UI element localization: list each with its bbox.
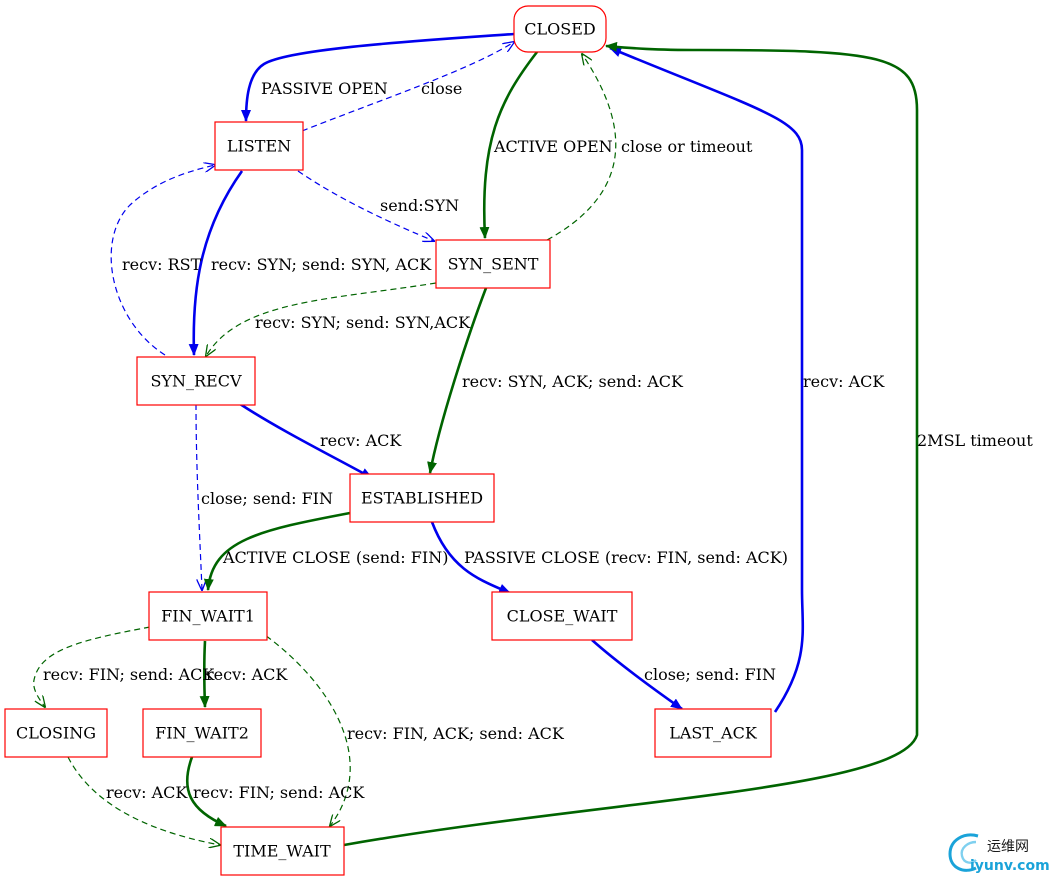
edge-passive-close: [430, 521, 511, 595]
label-2msl-timeout: 2MSL timeout: [917, 431, 1033, 450]
label-finwait1-recv-ack: recv: ACK: [206, 665, 288, 684]
state-last-ack-label: LAST_ACK: [669, 724, 758, 743]
state-listen-label: LISTEN: [227, 137, 291, 156]
edge-active-open: [479, 51, 539, 239]
edge-close-or-timeout: [546, 54, 617, 241]
label-send-syn: send:SYN: [380, 196, 459, 215]
state-close-wait-label: CLOSE_WAIT: [507, 607, 618, 626]
state-time-wait: TIME_WAIT: [220, 826, 345, 876]
state-closed: CLOSED: [513, 5, 607, 53]
edge-listen-close: [301, 42, 514, 132]
state-syn-recv: SYN_RECV: [136, 356, 256, 406]
state-closed-label: CLOSED: [524, 20, 595, 39]
label-finwait1-recv-fin-ack: recv: FIN, ACK; send: ACK: [347, 724, 565, 743]
label-synsent-recv-syn: recv: SYN; send: SYN,ACK: [255, 313, 471, 332]
state-listen: LISTEN: [214, 121, 304, 171]
state-fin-wait2-label: FIN_WAIT2: [155, 724, 249, 743]
label-passive-close: PASSIVE CLOSE (recv: FIN, send: ACK): [464, 548, 788, 567]
watermark-url-text: iyunv.com: [970, 858, 1050, 874]
edge-closing-recv-ack: [67, 756, 220, 845]
label-recv-rst: recv: RST: [122, 255, 202, 274]
edge-finwait1-recv-fin-ack: [257, 629, 351, 826]
label-close-or-timeout: close or timeout: [621, 137, 753, 156]
edge-2msl-timeout: [343, 41, 919, 847]
watermark-cn-text: 运维网: [987, 839, 1029, 855]
label-active-close: ACTIVE CLOSE (send: FIN): [222, 548, 448, 567]
state-fin-wait2: FIN_WAIT2: [142, 708, 262, 758]
edge-labels: PASSIVE OPEN close ACTIVE OPEN close or …: [43, 79, 1033, 802]
edge-finwait2-recv-fin: [185, 756, 227, 828]
edge-listen-recv-syn: [188, 170, 244, 356]
state-last-ack: LAST_ACK: [654, 708, 772, 758]
label-closewait-close: close; send: FIN: [644, 665, 776, 684]
state-closing: CLOSING: [4, 708, 108, 758]
label-closing-recv-ack: recv: ACK: [106, 783, 188, 802]
edge-closewait-close: [591, 639, 683, 711]
label-synrecv-recv-ack: recv: ACK: [320, 431, 402, 450]
edge-synsent-recv-syn: [206, 282, 437, 356]
state-close-wait: CLOSE_WAIT: [491, 591, 633, 641]
edge-active-close: [203, 511, 351, 591]
edge-synrecv-recv-ack: [239, 402, 373, 480]
edges: [33, 32, 919, 847]
state-fin-wait1: FIN_WAIT1: [148, 591, 268, 641]
state-established-label: ESTABLISHED: [361, 489, 483, 508]
edge-passive-open: [241, 32, 515, 122]
label-recv-syn-ack: recv: SYN, ACK; send: ACK: [462, 372, 684, 391]
label-finwait1-recv-fin: recv: FIN; send: ACK: [43, 665, 215, 684]
state-syn-sent-label: SYN_SENT: [448, 255, 539, 274]
watermark: 运维网 iyunv.com: [948, 833, 1050, 874]
label-active-open: ACTIVE OPEN: [493, 137, 613, 156]
label-synrecv-close: close; send: FIN: [201, 489, 333, 508]
state-closing-label: CLOSING: [16, 724, 96, 743]
edge-synrecv-close: [195, 403, 202, 590]
edge-lastack-recv-ack: [609, 46, 805, 713]
state-syn-sent: SYN_SENT: [435, 239, 551, 289]
state-established: ESTABLISHED: [349, 473, 495, 523]
edge-recv-rst: [110, 165, 215, 356]
label-lastack-recv-ack: recv: ACK: [803, 372, 885, 391]
state-syn-recv-label: SYN_RECV: [150, 372, 241, 391]
watermark-swirl-icon: [948, 833, 979, 872]
nodes: CLOSED LISTEN SYN_SENT SYN_RECV ESTABLIS…: [4, 5, 772, 876]
edge-finwait1-recv-ack: [199, 640, 210, 708]
label-listen-close: close: [421, 79, 462, 98]
state-fin-wait1-label: FIN_WAIT1: [161, 607, 255, 626]
label-listen-recv-syn: recv: SYN; send: SYN, ACK: [211, 255, 432, 274]
edge-recv-syn-ack: [427, 287, 488, 474]
label-finwait2-recv-fin: recv: FIN; send: ACK: [193, 783, 365, 802]
state-time-wait-label: TIME_WAIT: [233, 842, 331, 861]
label-passive-open: PASSIVE OPEN: [261, 79, 388, 98]
edge-finwait1-recv-fin: [33, 626, 151, 707]
